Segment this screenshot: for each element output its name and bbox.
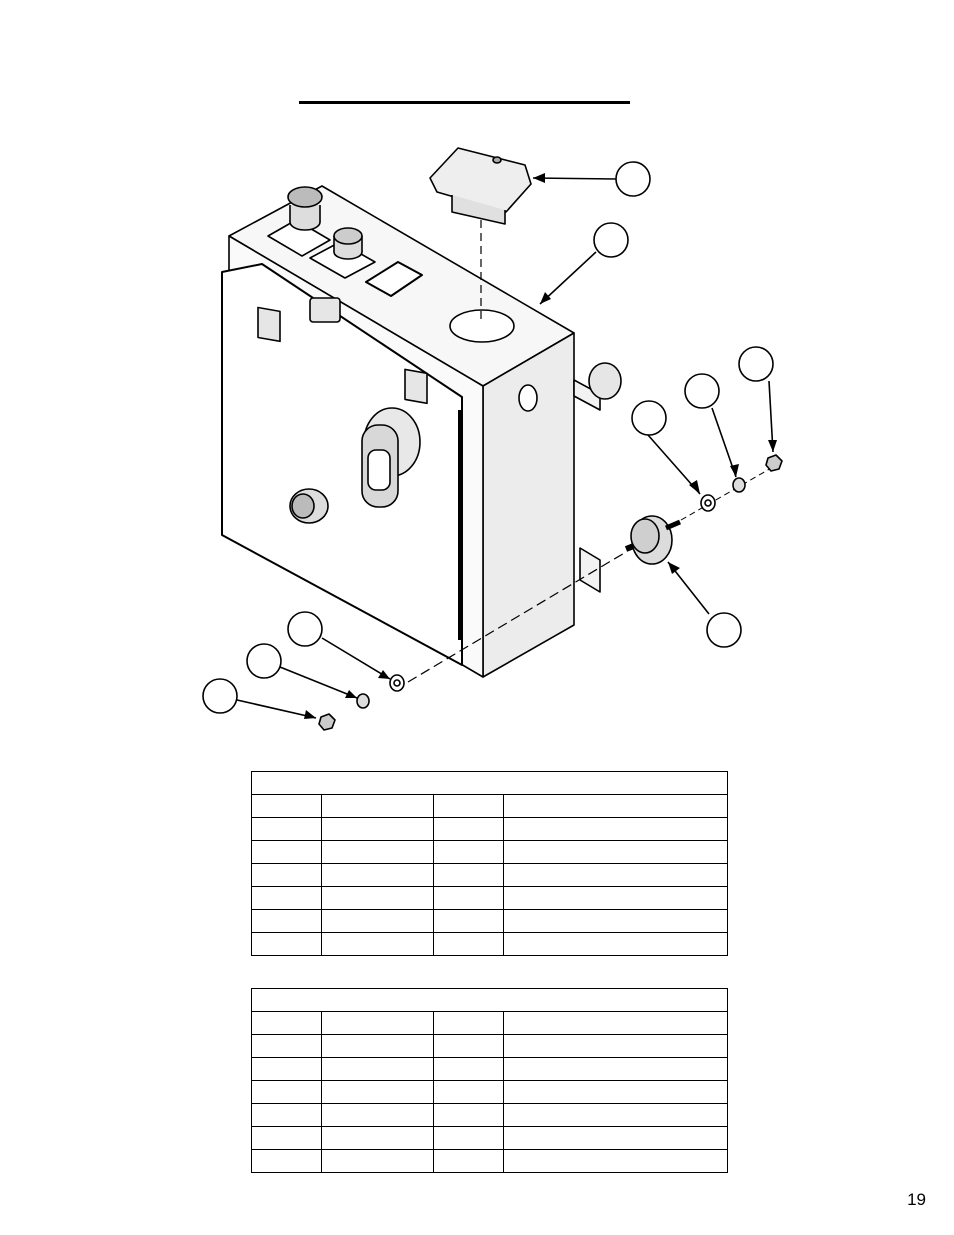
callout-balloon (593, 222, 629, 258)
table-cell (251, 1057, 322, 1081)
table-cell (251, 817, 322, 841)
table-cell (503, 863, 728, 887)
table-row (251, 817, 728, 841)
table-cell (321, 1034, 434, 1058)
table-row (251, 863, 728, 887)
pushbutton (333, 227, 363, 260)
table-cell (433, 1103, 504, 1127)
enclosure-box (221, 185, 575, 678)
table-cell (503, 840, 728, 864)
table-cell (503, 909, 728, 933)
rubber-bumper (624, 515, 681, 565)
table-cell (503, 794, 728, 818)
table-cell (433, 1149, 504, 1173)
table-cell (433, 863, 504, 887)
table-cell (433, 1034, 504, 1058)
table-cell (321, 932, 434, 956)
callout-balloon (287, 611, 323, 647)
table-cell (433, 1011, 504, 1035)
table-cell (251, 909, 322, 933)
table-cell (433, 840, 504, 864)
table-row (251, 1011, 728, 1035)
table-cell (251, 932, 322, 956)
rotary-disconnect-handle (361, 407, 421, 508)
table-cell (433, 909, 504, 933)
table-cell (503, 1149, 728, 1173)
table-cell (433, 817, 504, 841)
table-cell (503, 1011, 728, 1035)
table-row (251, 1080, 728, 1104)
callout-balloon (684, 373, 720, 409)
door-pushbutton (289, 488, 329, 524)
table-cell (433, 1057, 504, 1081)
callout-balloon (615, 161, 651, 197)
emergency-stop-button (287, 186, 323, 231)
table-cell (503, 932, 728, 956)
callout-balloon (202, 678, 238, 714)
callout-balloon (246, 643, 282, 679)
table-cell (433, 886, 504, 910)
table-cell (503, 1034, 728, 1058)
table-cell (321, 1149, 434, 1173)
table-cell (321, 886, 434, 910)
table-cell (321, 1011, 434, 1035)
table-cell (251, 840, 322, 864)
table-cell (321, 1080, 434, 1104)
table-row (251, 909, 728, 933)
table-cell (321, 1057, 434, 1081)
callout-balloon (631, 400, 667, 436)
table-cell (321, 1103, 434, 1127)
table-cell (433, 1080, 504, 1104)
table-cell (321, 840, 434, 864)
page-number: 19 (907, 1190, 926, 1209)
table-cell (251, 1103, 322, 1127)
table-cell (251, 1080, 322, 1104)
parts-list-table (251, 988, 728, 1173)
table-cell (251, 1034, 322, 1058)
table-cell (433, 932, 504, 956)
table-row (251, 1126, 728, 1150)
table-cell (251, 886, 322, 910)
table-cell (321, 817, 434, 841)
table-cell (321, 1126, 434, 1150)
callout-balloon (738, 346, 774, 382)
table-cell (321, 909, 434, 933)
top-cover-part (429, 147, 532, 225)
table-cell (251, 1149, 322, 1173)
parts-list-table (251, 771, 728, 956)
mounting-bracket-upper (573, 362, 622, 411)
table-cell (503, 1126, 728, 1150)
table-header (251, 771, 728, 795)
table-cell (433, 794, 504, 818)
table-cell (321, 863, 434, 887)
table-row (251, 794, 728, 818)
table-cell (433, 1126, 504, 1150)
mounting-bracket-lower (579, 547, 601, 593)
exploded-assembly-drawing (202, 147, 783, 731)
table-cell (251, 794, 322, 818)
table-cell (321, 794, 434, 818)
table-cell (503, 1103, 728, 1127)
table-row (251, 1149, 728, 1173)
table-row (251, 1057, 728, 1081)
table-cell (503, 817, 728, 841)
table-cell (503, 886, 728, 910)
callout-balloon (706, 612, 742, 648)
table-cell (503, 1057, 728, 1081)
table-row (251, 1103, 728, 1127)
table-row (251, 1034, 728, 1058)
table-cell (503, 1080, 728, 1104)
table-header (251, 988, 728, 1012)
title-underline (299, 101, 630, 104)
table-cell (251, 1126, 322, 1150)
table-row (251, 886, 728, 910)
table-cell (251, 863, 322, 887)
table-row (251, 932, 728, 956)
table-cell (251, 1011, 322, 1035)
table-row (251, 840, 728, 864)
